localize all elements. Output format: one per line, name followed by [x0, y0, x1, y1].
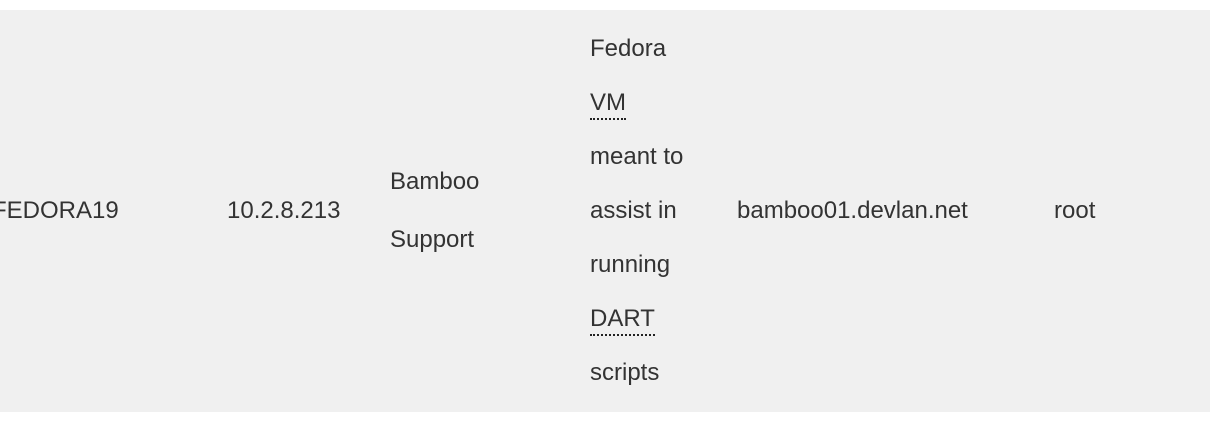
dns-cell: bamboo01.devlan.net — [737, 10, 1054, 412]
ip-cell: 10.2.8.213 — [227, 10, 390, 412]
purpose-cell: Bamboo Support — [390, 10, 590, 412]
description-line-3: meant to — [590, 143, 684, 170]
purpose-line-1: Bamboo — [390, 168, 480, 195]
description-line-7: scripts — [590, 359, 660, 386]
description-line-4: assist in — [590, 197, 677, 224]
user-cell: root — [1054, 10, 1154, 412]
description-line-2: VM — [590, 76, 737, 130]
description-line-1: Fedora — [590, 35, 667, 62]
dart-abbreviation[interactable]: DART — [590, 305, 655, 336]
hostname-cell: FEDORA19 — [0, 10, 227, 412]
user-text: root — [1054, 197, 1096, 224]
host-table: FEDORA19 10.2.8.213 Bamboo Support Fedor… — [0, 10, 1154, 412]
table-row: FEDORA19 10.2.8.213 Bamboo Support Fedor… — [0, 10, 1154, 412]
host-table-container: FEDORA19 10.2.8.213 Bamboo Support Fedor… — [0, 10, 1210, 412]
hostname-text: FEDORA19 — [0, 197, 119, 224]
vm-abbreviation[interactable]: VM — [590, 89, 626, 120]
ip-text: 10.2.8.213 — [227, 197, 341, 224]
dns-text: bamboo01.devlan.net — [737, 197, 968, 224]
purpose-line-2: Support — [390, 226, 475, 253]
description-line-6: DART — [590, 292, 737, 346]
description-cell: Fedora VM meant to assist in running DAR… — [590, 10, 737, 412]
description-line-5: running — [590, 251, 671, 278]
